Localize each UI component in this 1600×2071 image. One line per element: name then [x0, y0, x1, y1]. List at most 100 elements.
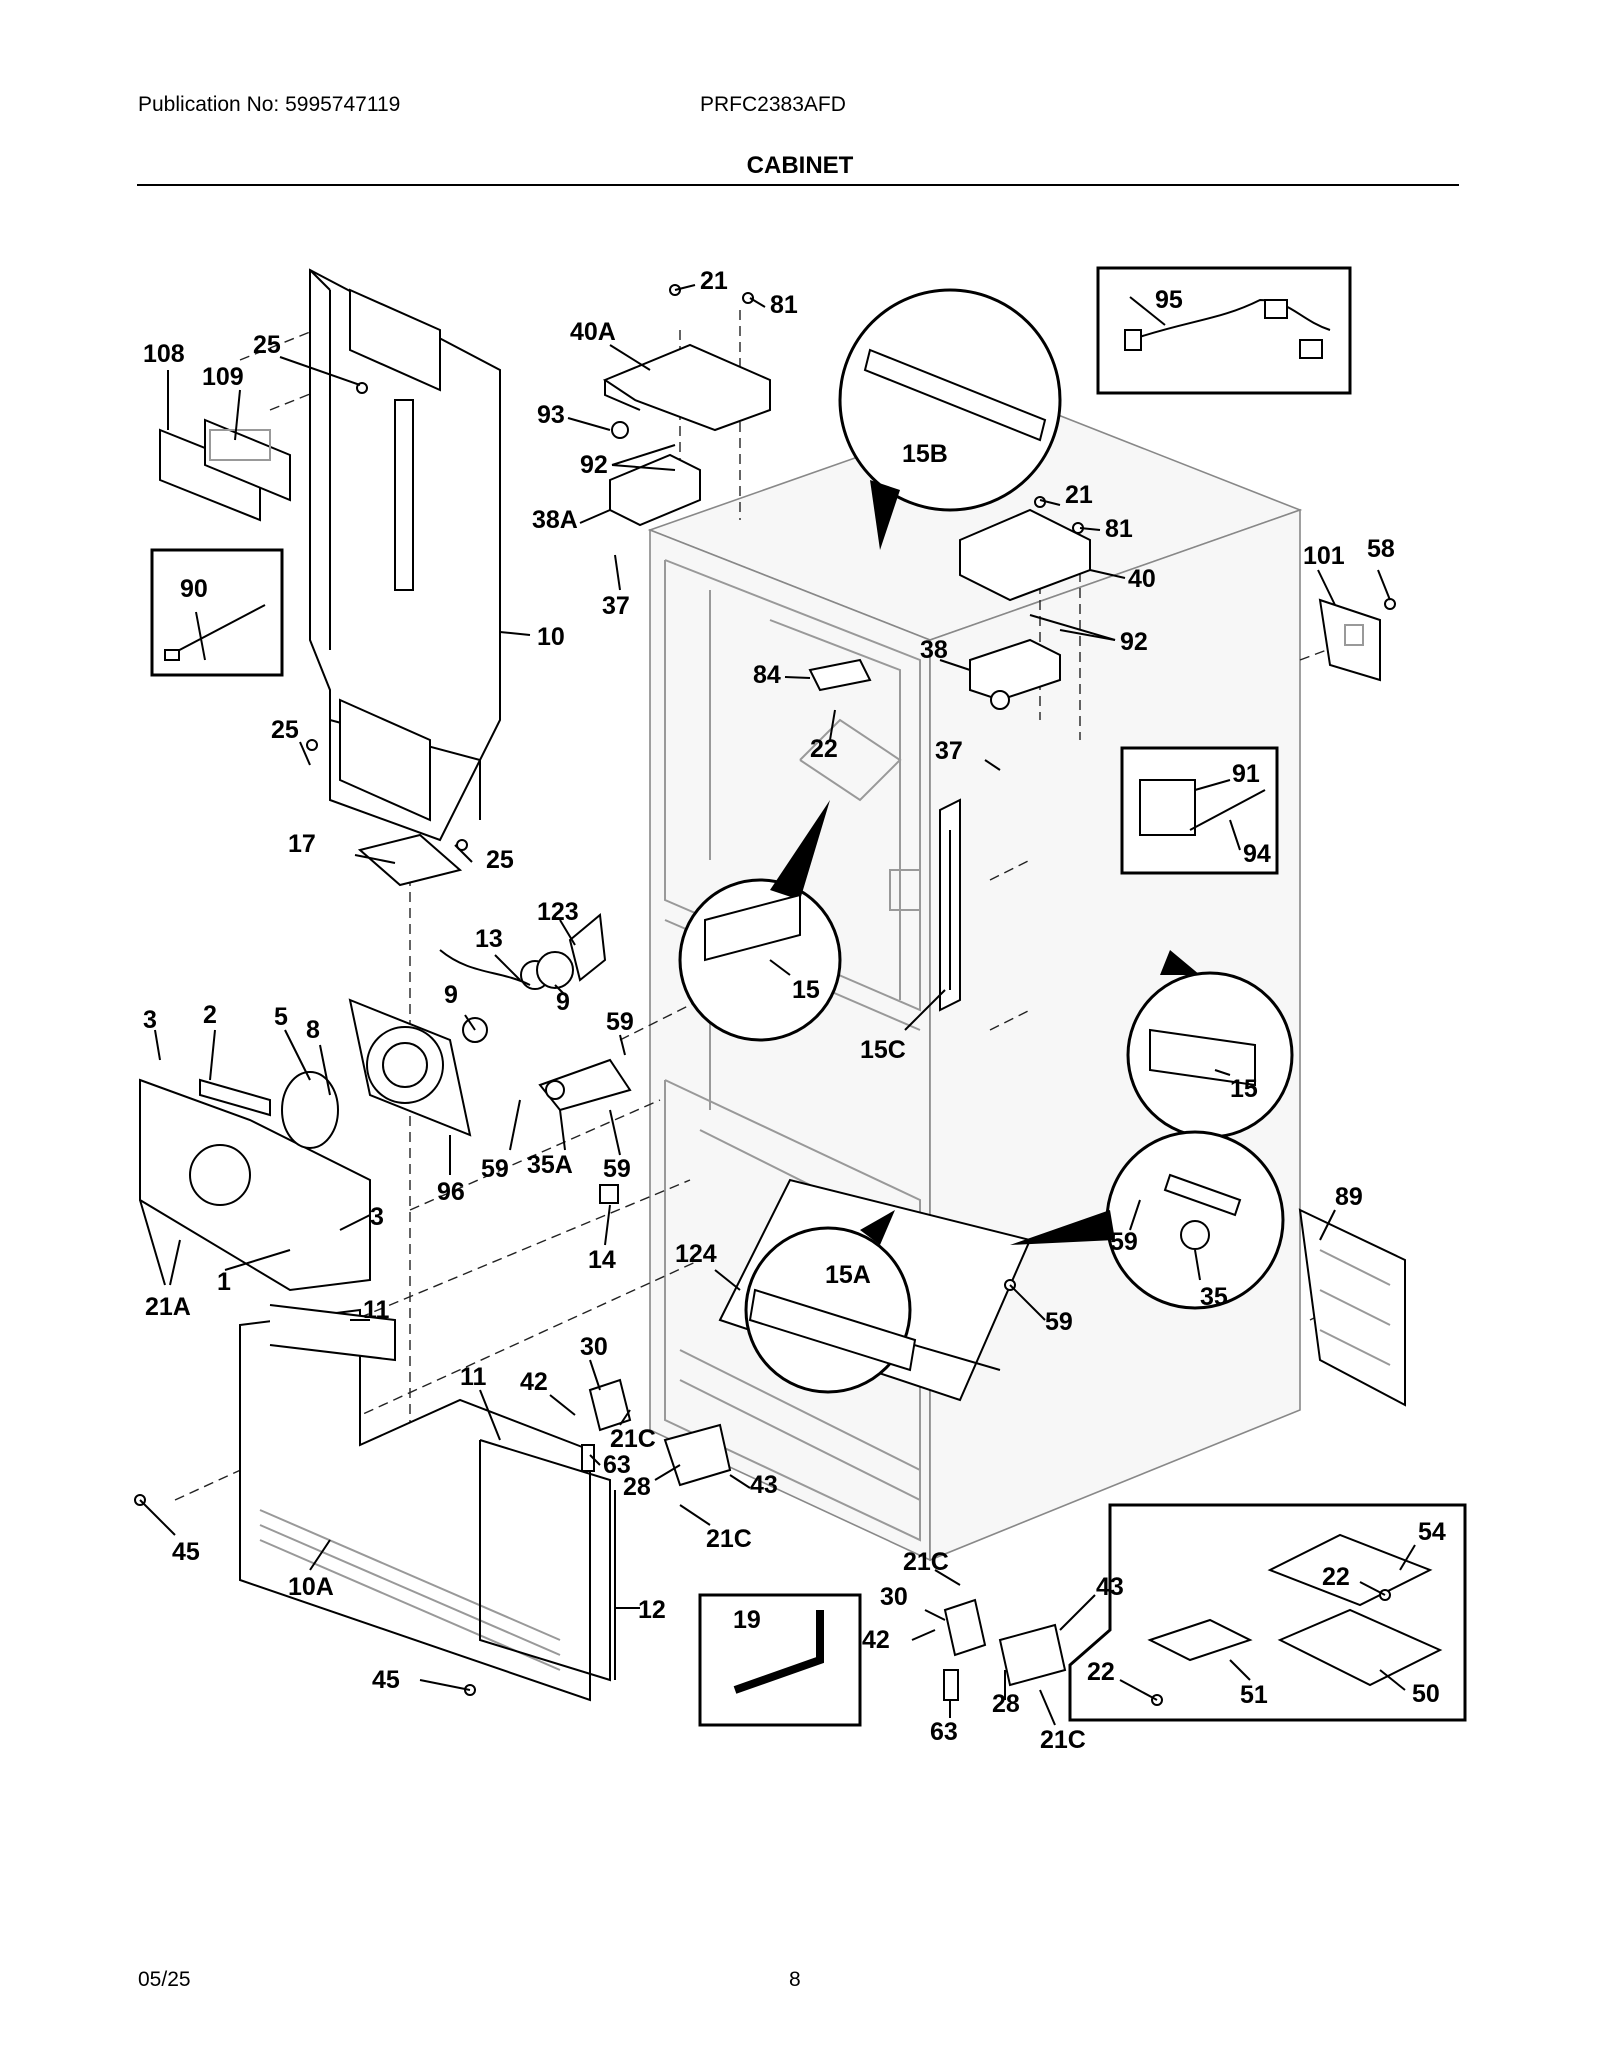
callout-25-mid: 25	[271, 716, 299, 744]
footer-date: 05/25	[138, 1968, 191, 1991]
callout-93: 93	[537, 401, 565, 429]
control-housing	[159, 418, 291, 522]
detail-circle-15b-right	[1126, 950, 1294, 1139]
callout-3-top: 3	[143, 1006, 157, 1034]
callout-63-left: 63	[603, 1451, 631, 1479]
callout-59-e: 59	[1110, 1228, 1138, 1256]
gasket-11-upper	[269, 1304, 396, 1362]
callout-59-d: 59	[1045, 1308, 1073, 1336]
page-number: 8	[789, 1968, 801, 1991]
publication-number: Publication No: 5995747119	[138, 93, 401, 116]
callout-37-right: 37	[935, 737, 963, 765]
callout-13: 13	[475, 925, 503, 953]
callout-25-low: 25	[486, 846, 514, 874]
callout-15-left: 15	[792, 976, 820, 1004]
fan-shroud	[348, 998, 472, 1137]
callout-42-left: 42	[520, 1368, 548, 1396]
inset-box-control	[1068, 1503, 1467, 1722]
callout-22-inner: 22	[1322, 1563, 1350, 1591]
callout-92-left: 92	[580, 451, 608, 479]
callout-11-mid: 11	[460, 1363, 487, 1391]
callout-108: 108	[143, 340, 185, 368]
callout-12: 12	[638, 1596, 666, 1624]
callout-43-right: 43	[1096, 1573, 1124, 1601]
callout-92-right: 92	[1120, 628, 1148, 656]
part-14	[599, 1184, 619, 1204]
inset-box-91	[1120, 746, 1279, 875]
callout-30-right: 30	[880, 1583, 908, 1611]
callout-45-left: 45	[172, 1538, 200, 1566]
callout-5: 5	[274, 1003, 288, 1031]
callout-59-a: 59	[606, 1008, 634, 1036]
callout-90: 90	[180, 575, 208, 603]
rail-15c	[939, 798, 961, 1012]
callout-45-low: 45	[372, 1666, 400, 1694]
detail-circle-15a-lower	[744, 1210, 917, 1394]
inset-box-95	[1096, 266, 1352, 395]
callout-10: 10	[537, 623, 565, 651]
callout-21c-a: 21C	[610, 1425, 656, 1453]
callout-91: 91	[1232, 760, 1260, 788]
callout-21-left: 21	[700, 267, 728, 295]
callout-94: 94	[1243, 840, 1271, 868]
callout-30-left: 30	[580, 1333, 608, 1361]
rear-panel-89	[1298, 1208, 1406, 1407]
callout-58: 58	[1367, 535, 1395, 563]
callout-15-right: 15	[1230, 1075, 1258, 1103]
callout-2: 2	[203, 1001, 217, 1029]
callout-40a: 40A	[570, 318, 616, 346]
callout-11-left: 11	[363, 1296, 390, 1324]
bracket-35a	[538, 1058, 632, 1112]
hinge-cover-left	[602, 343, 771, 527]
callout-10a: 10A	[288, 1573, 334, 1601]
gasket-11-lower	[479, 1439, 611, 1682]
callout-81-left: 81	[770, 291, 798, 319]
callout-17: 17	[288, 830, 316, 858]
callout-21c-d: 21C	[1040, 1726, 1086, 1754]
callout-38a: 38A	[532, 506, 578, 534]
callout-37-left: 37	[602, 592, 630, 620]
callout-25-top: 25	[253, 331, 281, 359]
callout-labels: 108 25 109 90 10 25 17 25 21 81 40A 93 9…	[143, 267, 1446, 1754]
callout-84: 84	[753, 661, 781, 689]
hinge-cover-right	[959, 508, 1091, 710]
callout-38: 38	[920, 636, 948, 664]
callout-50: 50	[1412, 1680, 1440, 1708]
callout-59-b: 59	[481, 1155, 509, 1183]
bottom-hinge-left	[581, 1378, 732, 1487]
callout-101: 101	[1303, 542, 1345, 570]
model-number: PRFC2383AFD	[700, 93, 846, 116]
callout-51: 51	[1240, 1681, 1268, 1709]
callout-1: 1	[217, 1268, 231, 1296]
bottom-hinge-right	[943, 1598, 1067, 1701]
damper-assembly	[439, 913, 607, 1043]
callout-35a: 35A	[527, 1151, 573, 1179]
callout-9-right: 9	[556, 988, 570, 1016]
callout-22-upper: 22	[810, 735, 838, 763]
callout-21c-c: 21C	[903, 1548, 949, 1576]
callout-95: 95	[1155, 286, 1183, 314]
detail-circle-15b	[838, 288, 1062, 550]
callout-42-right: 42	[862, 1626, 890, 1654]
callout-89: 89	[1335, 1183, 1363, 1211]
callout-19: 19	[733, 1606, 761, 1634]
callout-124: 124	[675, 1240, 717, 1268]
bracket-84	[808, 658, 872, 692]
callout-22-box: 22	[1087, 1658, 1115, 1686]
callout-3-low: 3	[370, 1203, 384, 1231]
callout-43-left: 43	[750, 1471, 778, 1499]
callout-15b: 15B	[902, 440, 948, 468]
callout-21a: 21A	[145, 1293, 191, 1321]
callout-14: 14	[588, 1246, 616, 1274]
callout-123: 123	[537, 898, 579, 926]
inset-box-19	[698, 1593, 862, 1727]
drain-trough	[357, 833, 463, 887]
leader-lines	[139, 284, 1416, 1726]
callout-15a: 15A	[825, 1261, 871, 1289]
callout-63-right: 63	[930, 1718, 958, 1746]
part-101	[1318, 598, 1381, 682]
callout-81-right: 81	[1105, 515, 1133, 543]
header-rule	[137, 184, 1459, 186]
evaporator-cover	[309, 268, 501, 842]
